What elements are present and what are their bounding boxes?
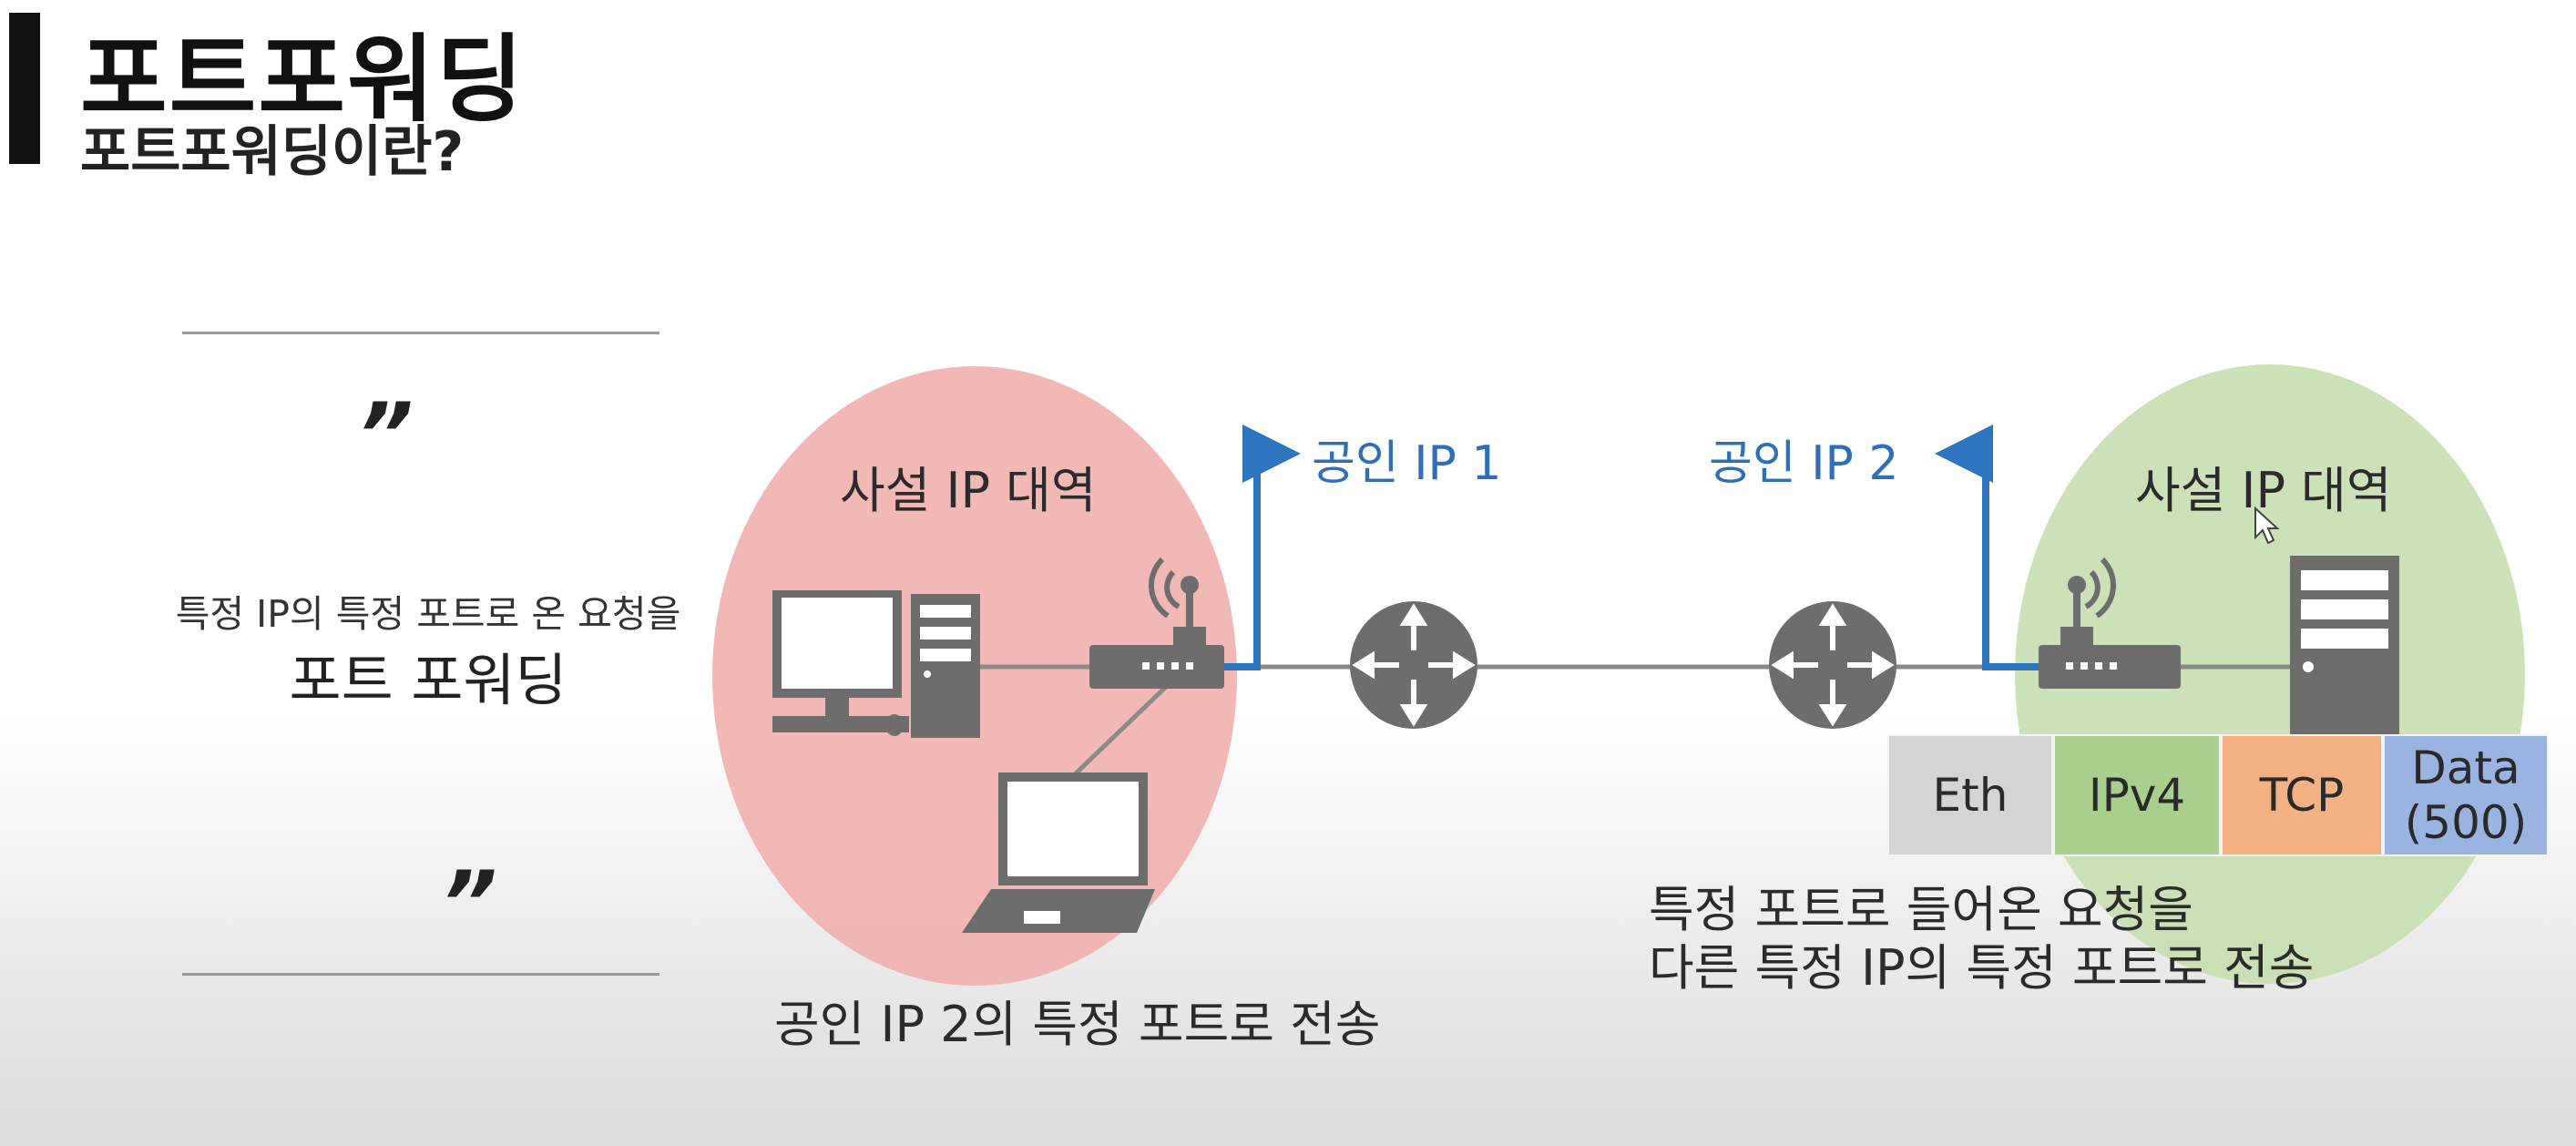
slide-subtitle: 포트포워딩이란? <box>80 120 465 184</box>
public-ip-2-arrow <box>1935 425 2040 670</box>
top-divider <box>182 332 659 334</box>
bottom-divider <box>182 973 659 976</box>
right-wifi-router-icon <box>2039 557 2181 689</box>
packet-eth-segment: Eth <box>1887 734 2053 856</box>
close-quote-mark: ” <box>441 853 497 955</box>
definition-text: 특정 IP의 특정 포트로 온 요청을 <box>175 592 681 636</box>
left-wifi-router-icon <box>1089 557 1224 689</box>
packet-tcp-segment: TCP <box>2221 734 2383 856</box>
laptop-link <box>1073 683 1170 776</box>
packet-ipv4-segment: IPv4 <box>2053 734 2221 856</box>
left-caption: 공인 IP 2의 특정 포트로 전송 <box>774 996 1381 1053</box>
right-caption-line1: 특정 포트로 들어온 요청을 <box>1649 881 2193 938</box>
laptop-icon <box>962 773 1155 933</box>
definition-term: 포트 포워딩 <box>289 647 567 713</box>
server-icon <box>2290 556 2399 738</box>
right-caption-line2: 다른 특정 IP의 특정 포트로 전송 <box>1649 939 2315 997</box>
title-accent-bar <box>9 13 40 164</box>
internet-router-2-icon <box>1769 601 1896 729</box>
mouse-cursor-icon <box>2254 506 2280 545</box>
desktop-pc-icon <box>772 590 980 738</box>
left-private-network-label: 사설 IP 대역 <box>840 462 1097 519</box>
right-private-network-label: 사설 IP 대역 <box>2135 462 2392 519</box>
public-ip-1-label: 공인 IP 1 <box>1312 436 1502 491</box>
slide-title: 포트포워딩 <box>80 24 526 135</box>
internet-router-1-icon <box>1350 601 1477 729</box>
public-ip-2-label: 공인 IP 2 <box>1709 436 1899 491</box>
packet-data-segment: Data (500) <box>2383 734 2549 856</box>
open-quote-mark: ” <box>357 384 414 486</box>
public-ip-1-arrow <box>1219 425 1301 670</box>
